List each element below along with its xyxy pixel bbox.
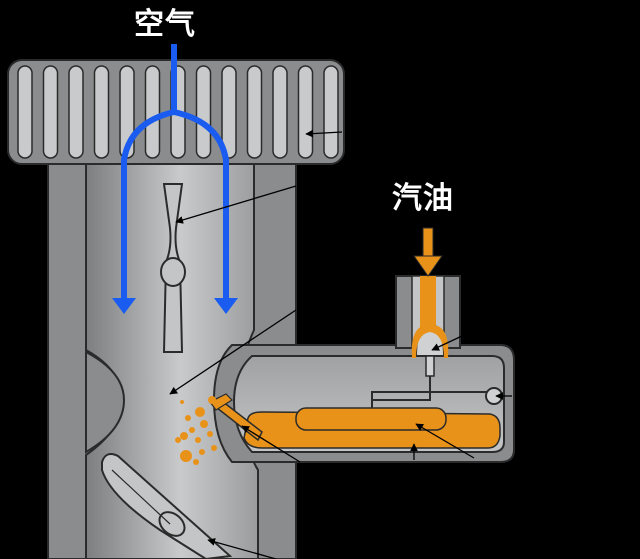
filter-rib bbox=[68, 65, 84, 159]
filter-rib bbox=[246, 65, 263, 159]
fuel-label: 汽油 bbox=[392, 181, 454, 216]
air-filter-ribs bbox=[17, 65, 339, 159]
filter-rib bbox=[297, 65, 314, 159]
filter-rib bbox=[144, 65, 161, 159]
filter-rib bbox=[323, 65, 339, 159]
air-flow-arrows bbox=[112, 44, 238, 314]
fuel-pool bbox=[243, 276, 503, 449]
filter-rib bbox=[17, 65, 33, 159]
filter-rib bbox=[195, 65, 212, 159]
filter-rib bbox=[93, 65, 110, 159]
filter-rib bbox=[221, 65, 237, 159]
fuel-droplets bbox=[175, 396, 217, 465]
choke-valve bbox=[160, 183, 186, 353]
air-label: 空气 bbox=[134, 7, 196, 42]
fuel-inflow-arrow bbox=[413, 227, 443, 277]
leader-lines bbox=[169, 129, 512, 559]
filter-rib bbox=[272, 65, 288, 159]
throttle-valve bbox=[101, 453, 233, 559]
filter-rib bbox=[42, 65, 59, 159]
